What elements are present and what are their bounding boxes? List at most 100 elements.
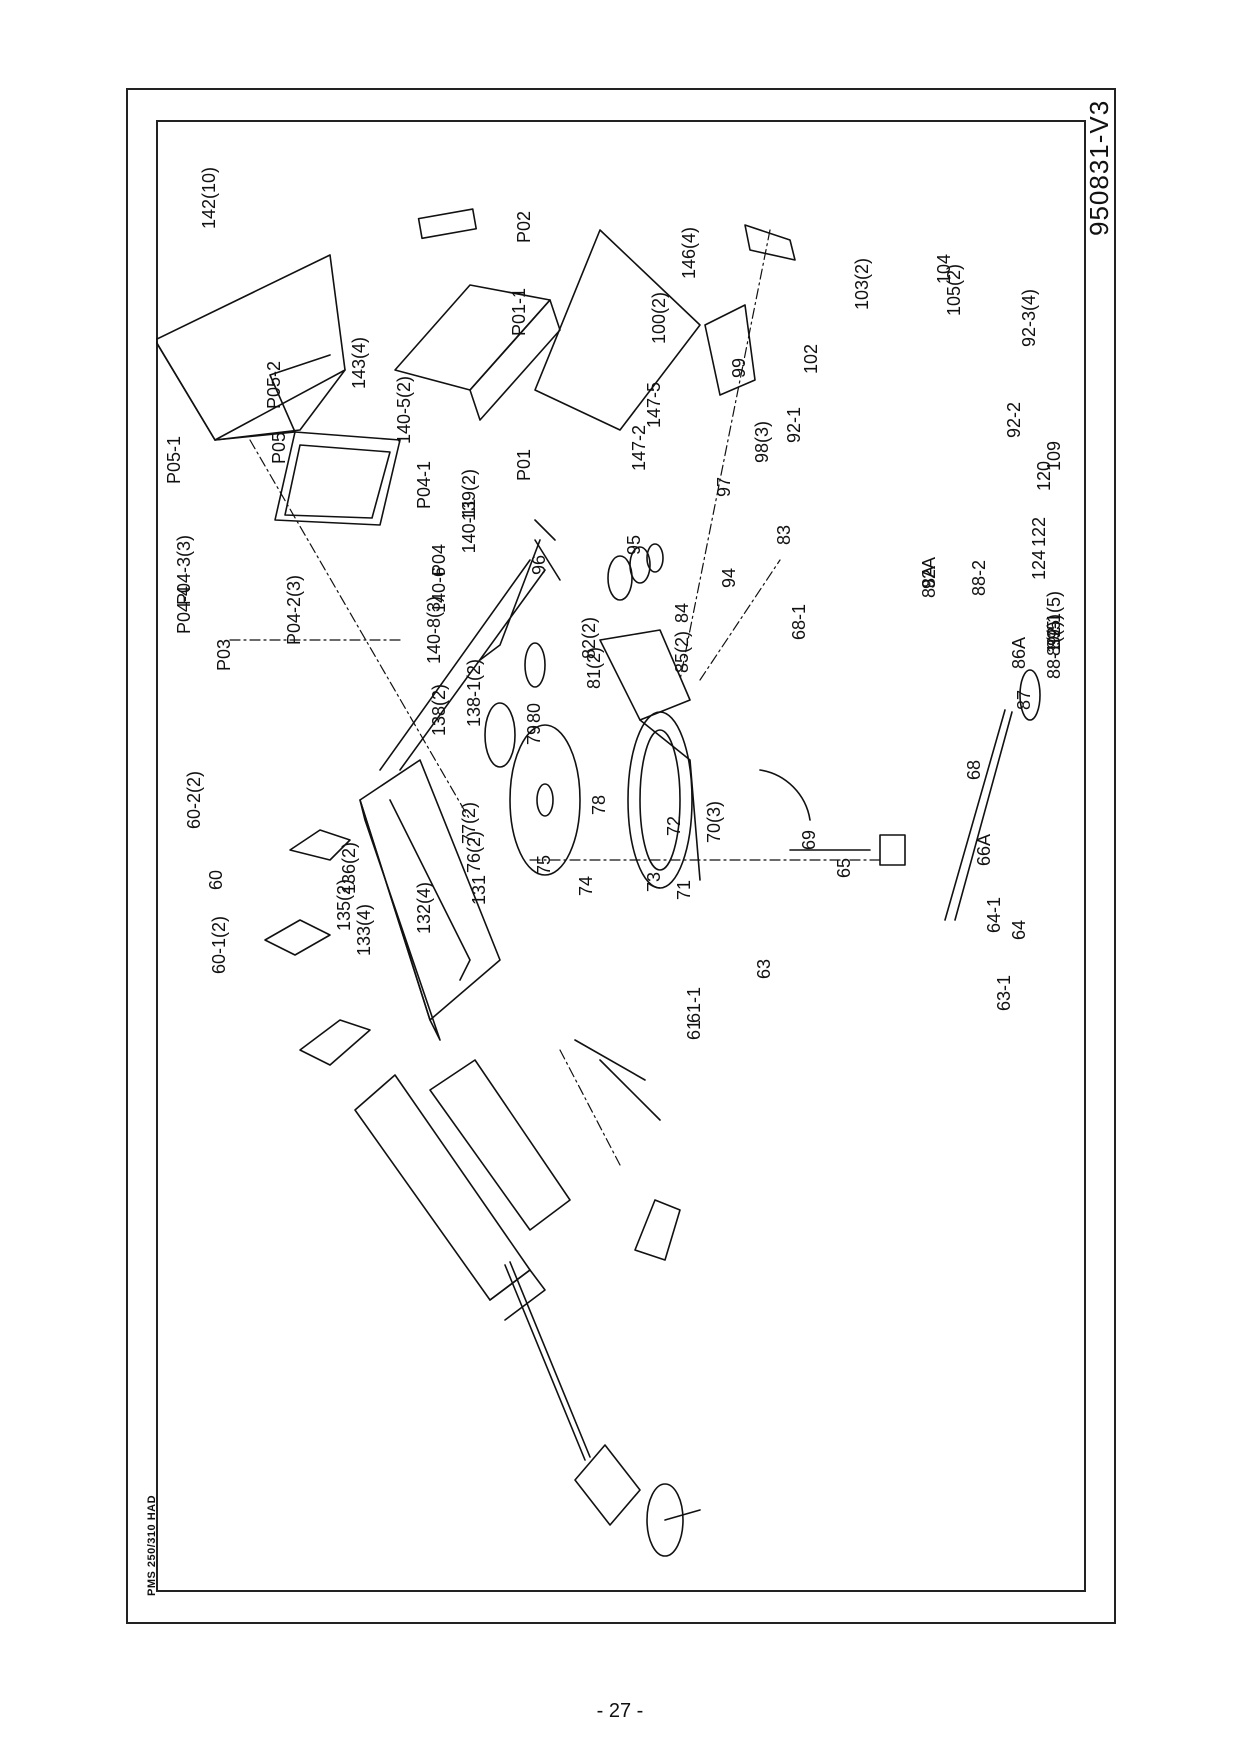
part-label: 147-2 bbox=[629, 425, 649, 471]
part-label: 74 bbox=[576, 876, 596, 896]
part-label: 64-1 bbox=[984, 897, 1004, 933]
table-side bbox=[359, 799, 441, 1041]
part-label: 60-1(2) bbox=[209, 916, 229, 974]
part-label: 96 bbox=[529, 555, 549, 575]
part-label: 63-1 bbox=[994, 975, 1014, 1011]
arm-pivot-block bbox=[599, 629, 691, 721]
part-label: 88A bbox=[919, 566, 939, 598]
part-label: 105(2) bbox=[944, 264, 964, 316]
part-label: 88-2 bbox=[969, 560, 989, 596]
part-label: P03 bbox=[214, 639, 234, 671]
handle-95 bbox=[479, 539, 541, 661]
part-label: 60 bbox=[206, 870, 226, 890]
part-label: P05 bbox=[269, 432, 289, 464]
saw-blade-hub bbox=[536, 783, 554, 817]
part-label: 92-3(4) bbox=[1019, 289, 1039, 347]
part-label: 131 bbox=[469, 875, 489, 905]
part-label: 142(10) bbox=[199, 167, 219, 229]
lever-63-b bbox=[954, 711, 1013, 921]
bearing-82 bbox=[607, 555, 633, 601]
part-label: 100(2) bbox=[649, 292, 669, 344]
part-label: 104 bbox=[934, 254, 954, 284]
part-label: 138(2) bbox=[429, 684, 449, 736]
bearing-79 bbox=[646, 543, 664, 573]
part-label: 82(2) bbox=[579, 617, 599, 659]
plate-60 bbox=[744, 224, 796, 261]
feed-screw-112 bbox=[504, 1264, 586, 1461]
mounting-plate bbox=[534, 229, 701, 431]
outer-frame bbox=[126, 88, 1116, 1624]
part-label: 68-1 bbox=[789, 604, 809, 640]
cover-top-face bbox=[156, 254, 346, 441]
assembly-line-b bbox=[249, 439, 471, 821]
part-label: 83 bbox=[774, 525, 794, 545]
blade-housing-outer bbox=[627, 711, 693, 889]
part-label: P05-2 bbox=[264, 361, 284, 409]
plate-106 bbox=[299, 1019, 371, 1066]
part-label: 92-2 bbox=[1004, 402, 1024, 438]
rail-94 bbox=[399, 569, 546, 771]
part-label: 75 bbox=[534, 855, 554, 875]
control-panel bbox=[274, 431, 401, 526]
part-label: 66A bbox=[974, 834, 994, 866]
bushing-65 bbox=[879, 834, 906, 866]
part-label: 63 bbox=[754, 959, 774, 979]
part-label: 71 bbox=[674, 880, 694, 900]
part-label: 143(4) bbox=[349, 337, 369, 389]
rod-127 bbox=[599, 1059, 661, 1121]
part-label: 102 bbox=[801, 344, 821, 374]
part-label: 69 bbox=[799, 830, 819, 850]
knob-61 bbox=[1019, 669, 1041, 721]
part-label: 85(2) bbox=[672, 631, 692, 673]
part-label: 95 bbox=[624, 535, 644, 555]
assembly-line-d bbox=[559, 1049, 621, 1166]
part-label: 99 bbox=[729, 358, 749, 378]
assembly-line-e bbox=[679, 229, 771, 681]
part-label: 98(3) bbox=[752, 421, 772, 463]
drawing-number: 950831-V3 bbox=[1084, 99, 1114, 236]
part-label: 109 bbox=[1044, 441, 1064, 471]
part-label: 76(2) bbox=[464, 831, 484, 873]
part-label: P01 bbox=[514, 449, 534, 481]
part-label: 77(2) bbox=[459, 802, 479, 844]
part-label: 68 bbox=[964, 760, 984, 780]
bracket-128 bbox=[634, 1199, 681, 1261]
part-label: 64 bbox=[1009, 920, 1029, 940]
part-label: 124 bbox=[1029, 550, 1049, 580]
part-label: 73 bbox=[644, 872, 664, 892]
part-label: 81(2) bbox=[584, 647, 604, 689]
part-label: 65 bbox=[834, 858, 854, 878]
lever-63 bbox=[944, 709, 1006, 921]
feed-screw-112-b bbox=[509, 1261, 591, 1458]
part-label: P02 bbox=[514, 211, 534, 243]
part-label: 92A bbox=[919, 557, 939, 589]
slide-120 bbox=[429, 1059, 571, 1231]
part-label: 89-1(5) bbox=[1044, 591, 1064, 649]
terminal-block bbox=[417, 208, 478, 240]
part-label: P04-4 bbox=[174, 586, 194, 634]
part-label: 120 bbox=[1034, 461, 1054, 491]
table-groove bbox=[389, 799, 471, 981]
inner-frame bbox=[156, 120, 1086, 1592]
part-label: 122 bbox=[1029, 517, 1049, 547]
model-label: PMS 250/310 HAD bbox=[146, 1494, 158, 1596]
part-label: 61-1 bbox=[684, 987, 704, 1023]
bearing-84 bbox=[524, 642, 546, 688]
handwheel-handle bbox=[664, 1509, 701, 1521]
cover-opening bbox=[214, 354, 331, 441]
nut-block-114 bbox=[574, 1444, 641, 1526]
part-label: 60-2(2) bbox=[184, 771, 204, 829]
part-label: 132(4) bbox=[414, 882, 434, 934]
part-label: P04-1 bbox=[414, 461, 434, 509]
clamp-plate-102 bbox=[289, 829, 351, 861]
clamp-plate-104 bbox=[264, 919, 331, 956]
part-label: 61 bbox=[684, 1020, 704, 1040]
part-labels-layer: 142(10)P05-1P04-3(3)P04-4P05-2P05P04-2(3… bbox=[164, 167, 1064, 1040]
lever-96 bbox=[534, 519, 556, 541]
part-label: P05-1 bbox=[164, 436, 184, 484]
part-label: 78 bbox=[589, 795, 609, 815]
control-panel-inner bbox=[284, 444, 391, 519]
rail-97 bbox=[379, 559, 531, 771]
part-label: 94 bbox=[719, 568, 739, 588]
part-label: 72 bbox=[664, 816, 684, 836]
